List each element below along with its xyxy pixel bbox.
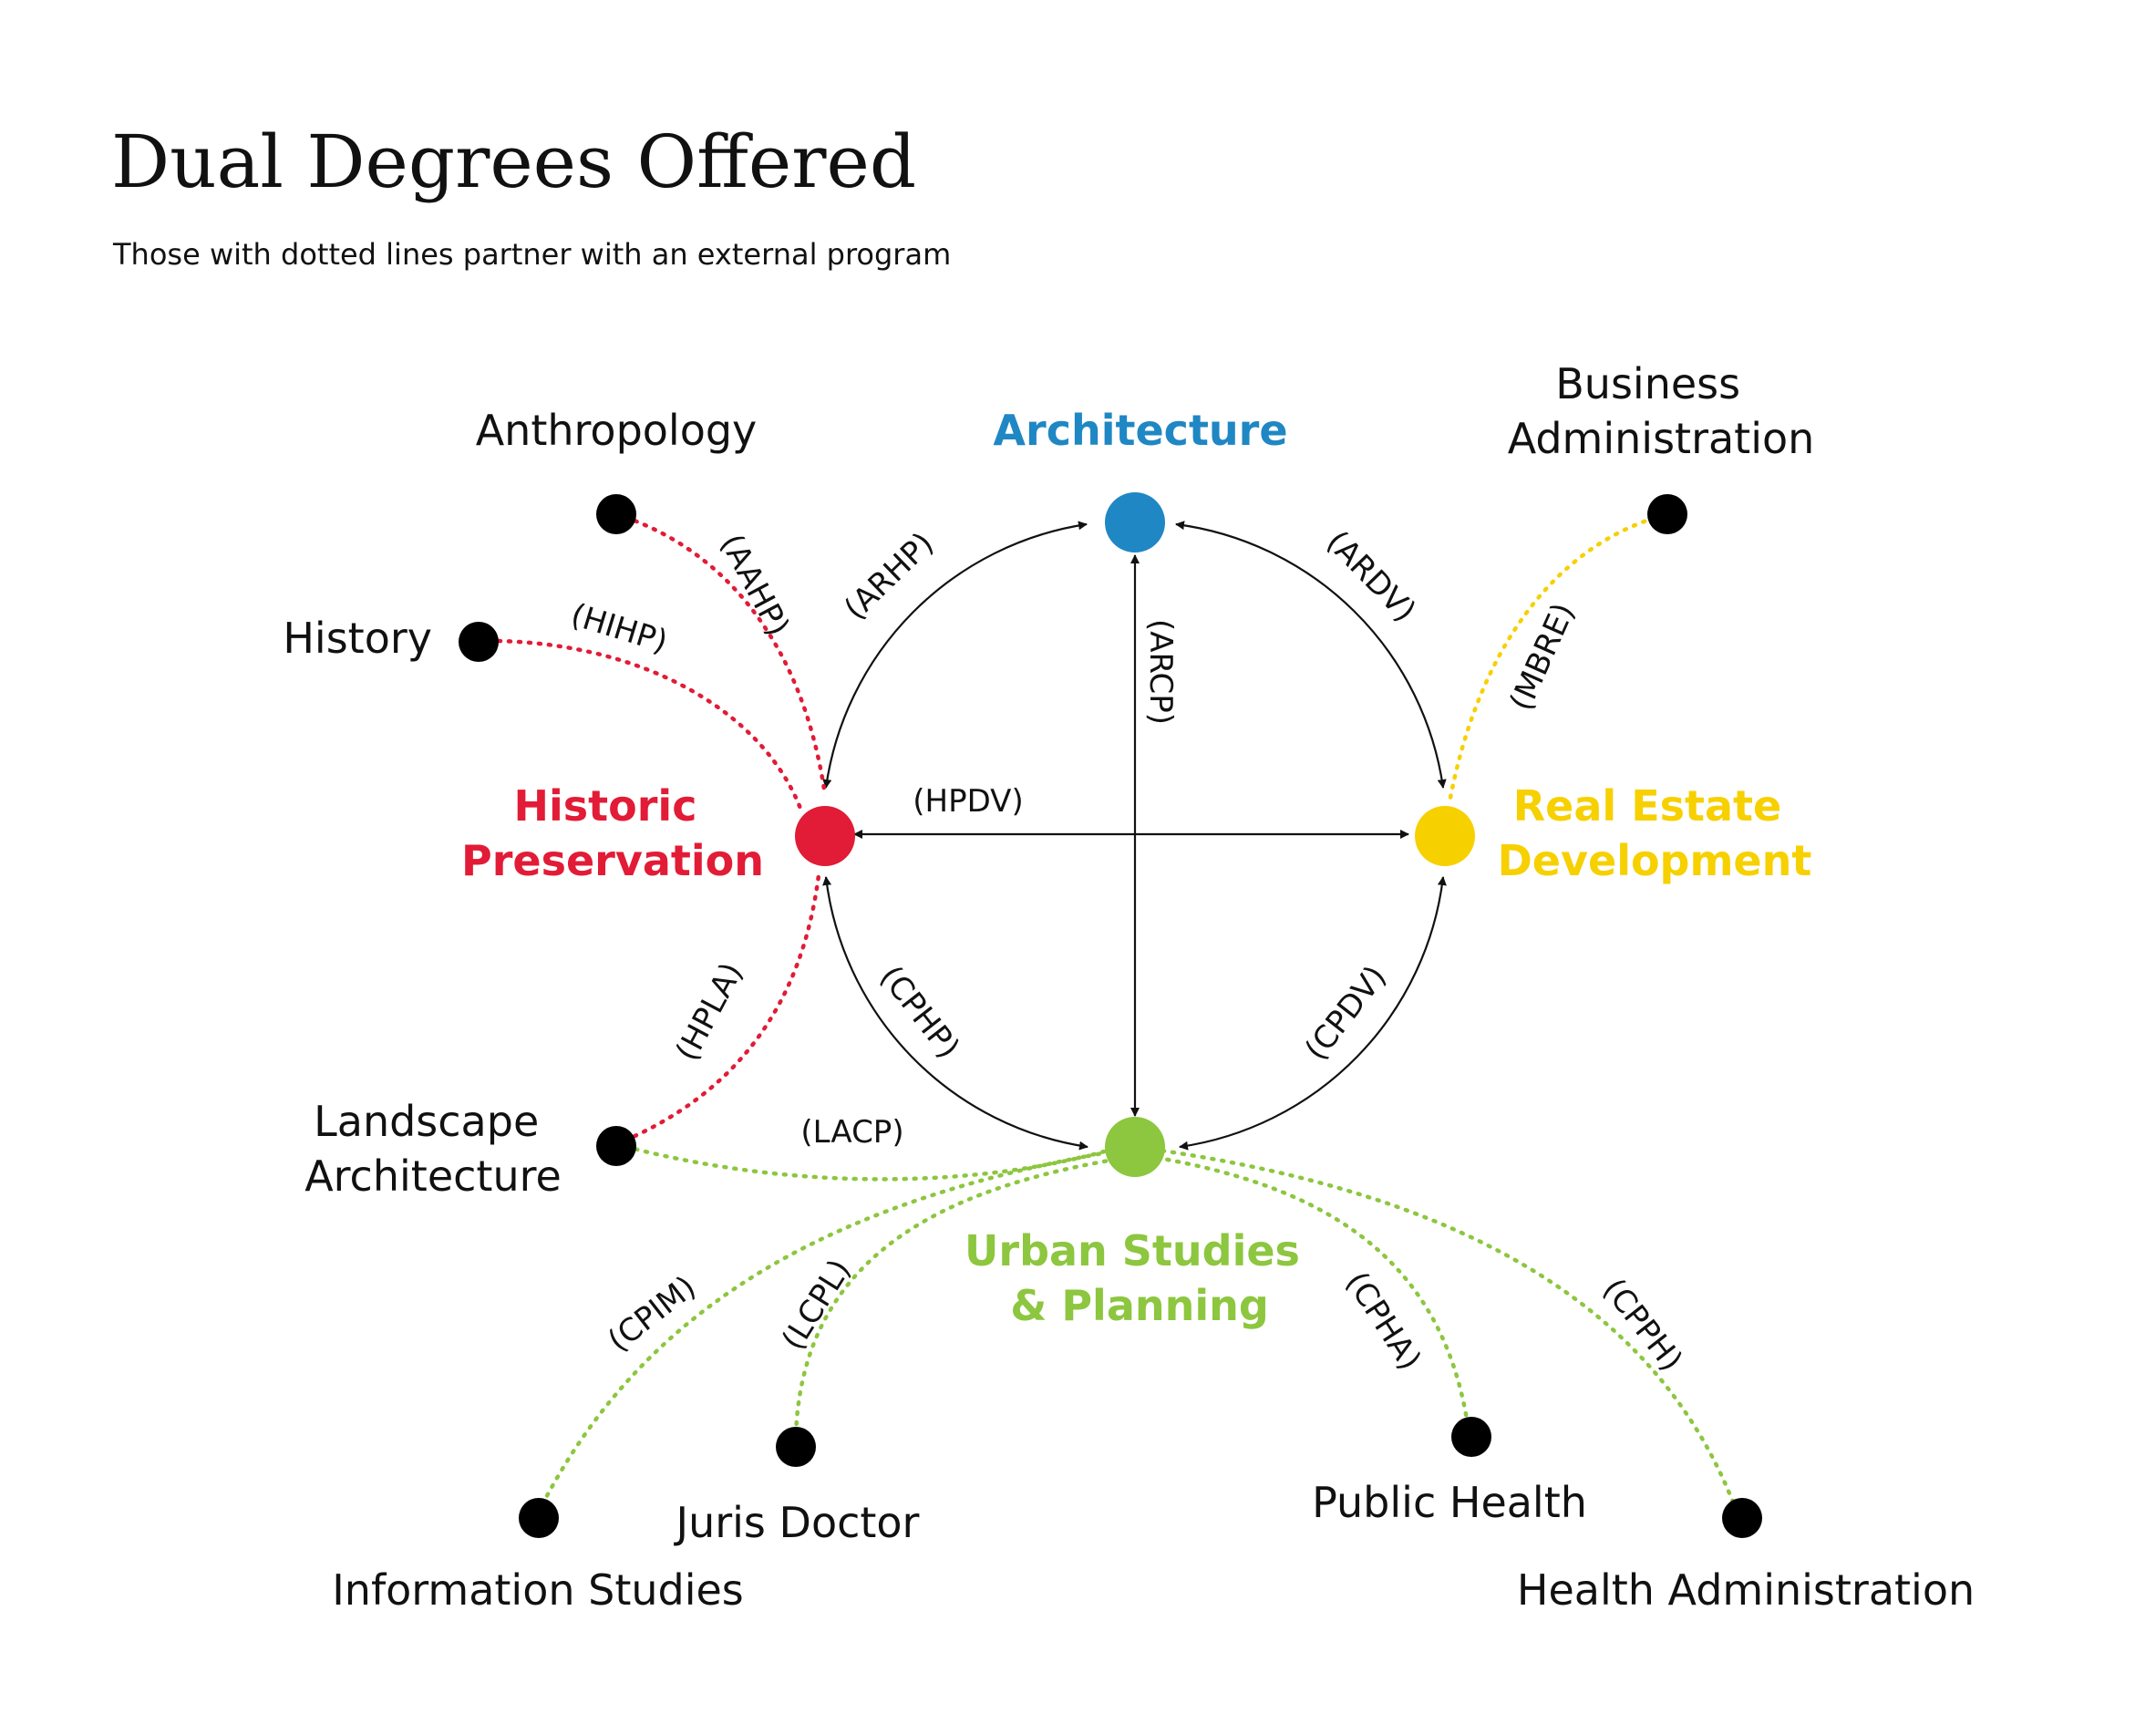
link-lcpl [793, 1157, 1117, 1437]
business-line-2: Administration [1508, 414, 1815, 463]
landscape-architecture-label: Landscape Architecture [304, 1097, 562, 1201]
anthropology-node [596, 494, 636, 534]
link-mbre [1447, 512, 1666, 805]
link-cpph [1159, 1148, 1739, 1514]
code-arhp: (ARHP) [837, 525, 941, 627]
historic-preservation-label: Historic Preservation [461, 781, 764, 885]
code-lcpl: (LCPL) [775, 1253, 859, 1356]
business-line-1: Business [1555, 359, 1740, 408]
code-cpha: (CPHA) [1338, 1265, 1429, 1377]
code-hpdv: (HPDV) [913, 783, 1023, 820]
health-administration-label: Health Administration [1517, 1565, 1975, 1615]
historic-preservation-line-1: Historic [514, 781, 697, 831]
history-label: History [283, 614, 432, 663]
health-administration-node [1722, 1498, 1762, 1538]
architecture-node [1105, 492, 1165, 552]
code-cpim: (CPIM) [602, 1269, 703, 1359]
link-cpha [1155, 1155, 1470, 1428]
history-node [459, 622, 499, 662]
business-administration-label: Business Administration [1508, 359, 1815, 463]
code-cpdv: (CPDV) [1298, 959, 1394, 1068]
link-cphp [822, 876, 1088, 1151]
link-cpim [535, 1150, 1110, 1516]
link-hihp [476, 638, 805, 816]
code-hpla: (HPLA) [668, 956, 750, 1067]
landscape-line-1: Landscape [314, 1097, 539, 1146]
architecture-label: Architecture [993, 406, 1287, 455]
code-mbre: (MBRE) [1502, 598, 1582, 717]
urban-planning-line-2: & Planning [1010, 1281, 1269, 1330]
anthropology-label: Anthropology [476, 406, 758, 455]
urban-studies-planning-node [1105, 1117, 1165, 1177]
information-studies-node [519, 1498, 559, 1538]
real-estate-development-node [1415, 806, 1475, 866]
real-estate-line-2: Development [1498, 836, 1812, 885]
urban-studies-planning-label: Urban Studies & Planning [965, 1226, 1315, 1330]
link-lacp [614, 1141, 1110, 1182]
link-aahp [614, 511, 828, 798]
juris-doctor-label: Juris Doctor [674, 1498, 920, 1547]
link-arhp [822, 521, 1088, 789]
link-ardv [1175, 521, 1447, 789]
information-studies-label: Information Studies [332, 1565, 744, 1615]
code-arcp: (ARCP) [1142, 619, 1179, 725]
link-hpla [614, 872, 821, 1147]
code-cpph: (CPPH) [1595, 1272, 1689, 1378]
landscape-line-2: Architecture [304, 1151, 562, 1201]
public-health-node [1451, 1417, 1491, 1457]
code-cphp: (CPHP) [872, 959, 966, 1066]
code-lacp: (LACP) [800, 1114, 903, 1151]
historic-preservation-node [795, 806, 855, 866]
historic-preservation-line-2: Preservation [461, 836, 764, 885]
juris-doctor-node [776, 1427, 816, 1467]
code-aahp: (AAHP) [713, 528, 797, 642]
urban-planning-line-1: Urban Studies [965, 1226, 1300, 1275]
landscape-architecture-node [596, 1126, 636, 1166]
real-estate-development-label: Real Estate Development [1498, 781, 1812, 885]
code-ardv: (ARDV) [1319, 523, 1423, 629]
link-cpdv [1179, 876, 1447, 1151]
code-hihp: (HIHP) [567, 597, 672, 661]
page-subtitle: Those with dotted lines partner with an … [112, 237, 951, 272]
public-health-label: Public Health [1312, 1478, 1587, 1527]
real-estate-line-1: Real Estate [1513, 781, 1781, 831]
page-title: Dual Degrees Offered [111, 119, 916, 204]
business-administration-node [1647, 494, 1687, 534]
